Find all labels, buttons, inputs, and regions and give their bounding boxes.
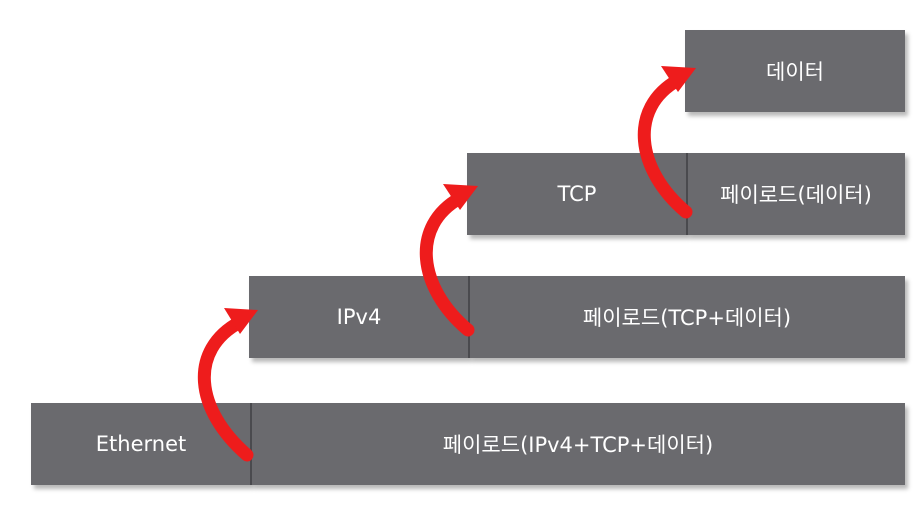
data-label: 데이터 (766, 60, 824, 84)
tcp-divider (686, 153, 688, 235)
tcp-payload-box: 페이로드(데이터) (687, 153, 905, 235)
ethernet-header-label: Ethernet (95, 432, 187, 456)
ipv4-header-label: IPv4 (336, 305, 382, 329)
ipv4-header-box: IPv4 (249, 276, 469, 358)
tcp-header-label: TCP (557, 182, 597, 206)
ipv4-payload-box: 페이로드(TCP+데이터) (469, 276, 905, 358)
tcp-header-box: TCP (467, 153, 687, 235)
ethernet-divider (250, 403, 252, 485)
ipv4-payload-label: 페이로드(TCP+데이터) (582, 306, 792, 330)
ethernet-header-box: Ethernet (31, 403, 251, 485)
ethernet-payload-box: 페이로드(IPv4+TCP+데이터) (251, 403, 905, 485)
ipv4-divider (468, 276, 470, 358)
data-box: 데이터 (685, 30, 905, 112)
tcp-payload-label: 페이로드(데이터) (720, 183, 872, 207)
ethernet-payload-label: 페이로드(IPv4+TCP+데이터) (442, 433, 714, 457)
